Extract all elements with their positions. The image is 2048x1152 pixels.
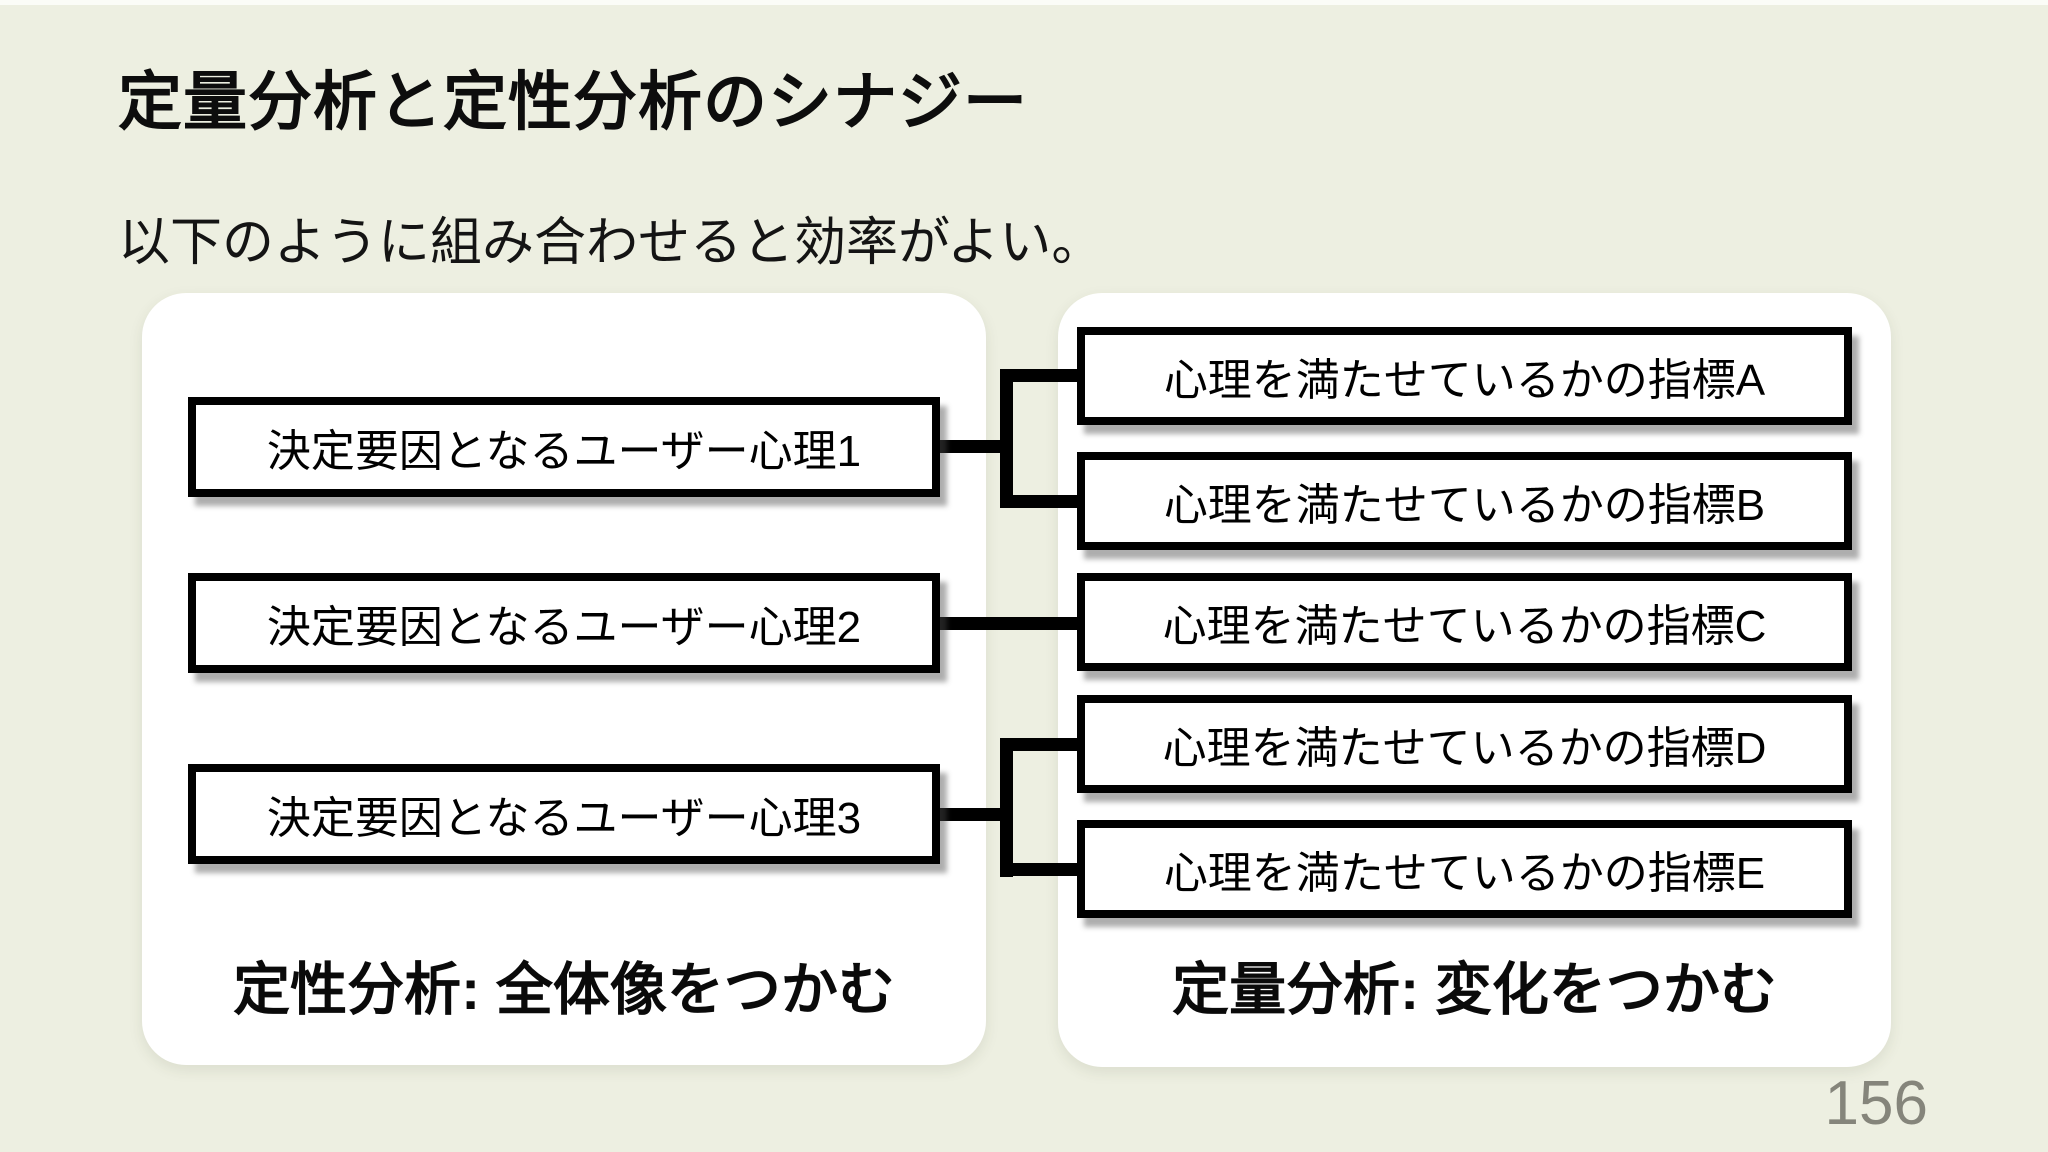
indicator-box-e: 心理を満たせているかの指標E xyxy=(1077,820,1852,918)
quantitative-panel-caption: 定量分析: 変化をつかむ xyxy=(1172,958,1777,1022)
psychology-box-1-label: 決定要因となるユーザー心理1 xyxy=(266,427,862,476)
connector-to-indicator-b xyxy=(1000,495,1083,508)
psychology-box-3-label: 決定要因となるユーザー心理3 xyxy=(266,794,862,843)
connector-psychology2-to-indicator-c xyxy=(936,617,1083,630)
indicator-box-a: 心理を満たせているかの指標A xyxy=(1077,327,1852,425)
connector-psychology1-bracket xyxy=(1000,369,1013,508)
psychology-box-1: 決定要因となるユーザー心理1 xyxy=(188,397,940,497)
indicator-box-c-label: 心理を満たせているかの指標C xyxy=(1162,602,1767,651)
indicator-box-d-label: 心理を満たせているかの指標D xyxy=(1162,724,1767,773)
connector-psychology3-stem xyxy=(936,808,1012,821)
indicator-box-e-label: 心理を満たせているかの指標E xyxy=(1163,849,1766,898)
indicator-box-a-label: 心理を満たせているかの指標A xyxy=(1163,356,1766,405)
slide-subtitle: 以下のように組み合わせると効率がよい。 xyxy=(118,214,1104,272)
indicator-box-d: 心理を満たせているかの指標D xyxy=(1077,695,1852,793)
slide-title: 定量分析と定性分析のシナジー xyxy=(118,66,1028,138)
psychology-box-3: 決定要因となるユーザー心理3 xyxy=(188,764,940,864)
page-number: 156 xyxy=(1824,1069,1928,1138)
connector-psychology1-stem xyxy=(936,440,1012,453)
connector-to-indicator-e xyxy=(1000,863,1083,876)
slide-top-edge xyxy=(0,0,2048,5)
indicator-box-b-label: 心理を満たせているかの指標B xyxy=(1163,481,1766,530)
qualitative-panel-caption: 定性分析: 全体像をつかむ xyxy=(233,958,895,1022)
psychology-box-2: 決定要因となるユーザー心理2 xyxy=(188,573,940,673)
indicator-box-c: 心理を満たせているかの指標C xyxy=(1077,573,1852,671)
psychology-box-2-label: 決定要因となるユーザー心理2 xyxy=(266,603,862,652)
indicator-box-b: 心理を満たせているかの指標B xyxy=(1077,452,1852,550)
connector-to-indicator-d xyxy=(1000,738,1083,751)
connector-to-indicator-a xyxy=(1000,369,1083,382)
connector-psychology3-bracket xyxy=(1000,738,1013,877)
